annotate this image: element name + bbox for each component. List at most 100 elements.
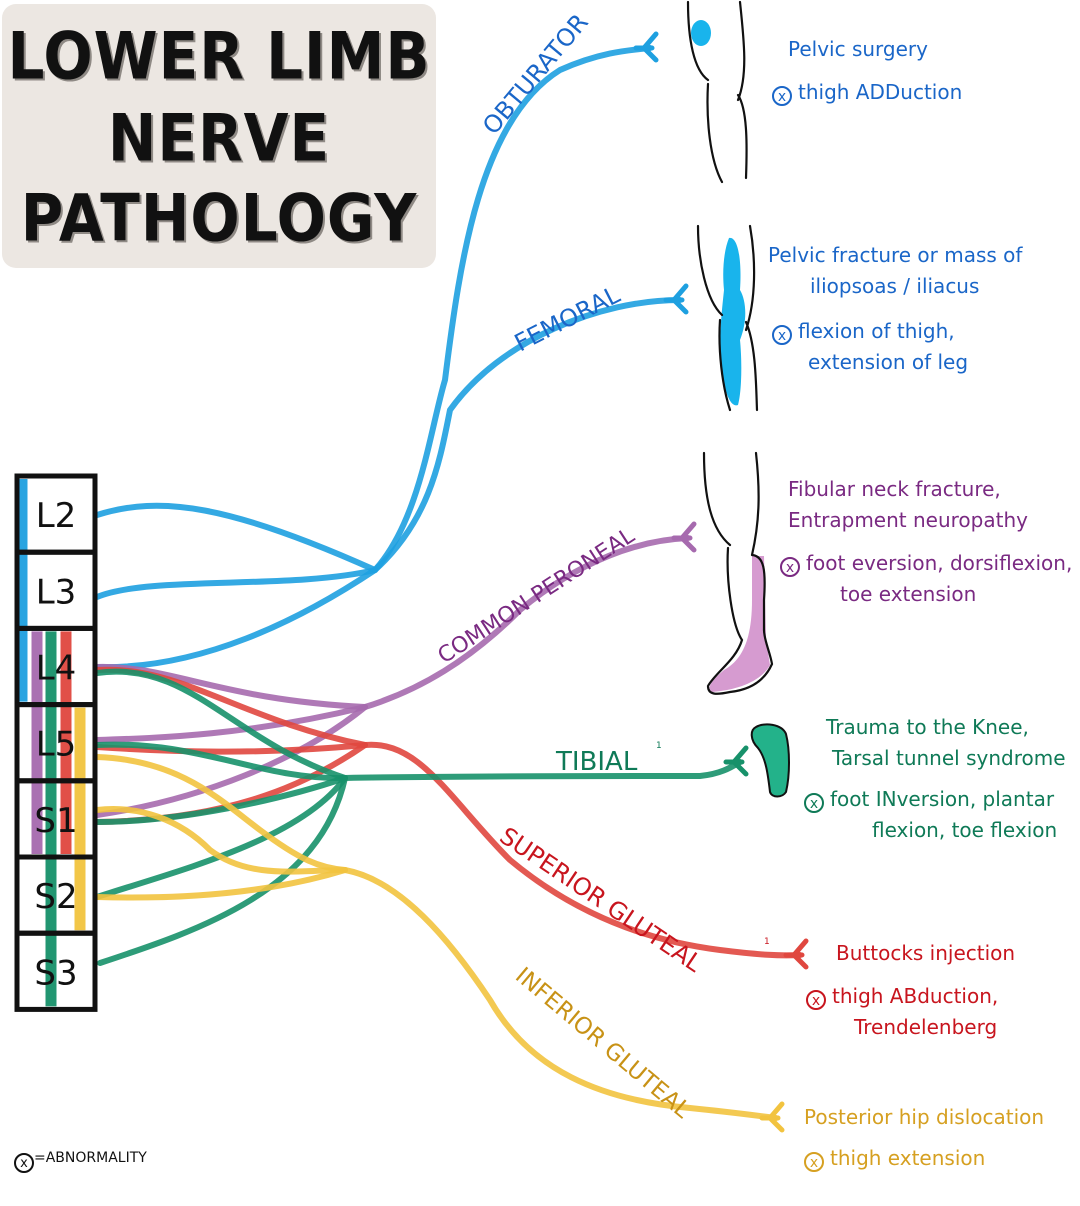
abnormality-icon: x bbox=[804, 1152, 824, 1172]
leg-outline-right bbox=[750, 451, 766, 632]
legend-text: =ABNORMALITY bbox=[34, 1150, 147, 1166]
label-superior-gluteal: SUPERIOR GLUTEAL bbox=[495, 822, 708, 978]
obturator-deficit-row: x thigh ADDuction bbox=[772, 77, 962, 108]
tibial-cause-2: Tarsal tunnel syndrome bbox=[832, 746, 1066, 770]
superior-gluteal-terminal-fork bbox=[783, 938, 809, 970]
peroneal-cause-1: Fibular neck fracture, bbox=[788, 477, 1001, 501]
abnormality-icon: x bbox=[772, 325, 792, 345]
inferior-gluteal-terminal-fork bbox=[759, 1101, 785, 1133]
femoral-deficit: flexion of thigh, bbox=[798, 319, 955, 343]
inferior-gluteal-note: Posterior hip dislocation x thigh extensi… bbox=[804, 1102, 1044, 1174]
tibial-note: Trauma to the Knee, Tarsal tunnel syndro… bbox=[804, 712, 1066, 846]
title-line-2: NERVE bbox=[107, 99, 331, 177]
root-label-l2: L2 bbox=[36, 496, 77, 536]
obturator-deficit: thigh ADDuction bbox=[798, 80, 963, 104]
root-branch-l5-red bbox=[94, 742, 368, 755]
superior-gluteal-cause: Buttocks injection bbox=[836, 941, 1016, 965]
peroneal-deficit-cont: toe extension bbox=[840, 582, 977, 606]
leg-outline-left bbox=[696, 224, 732, 412]
peroneal-terminal-fork bbox=[671, 521, 697, 553]
tibial-cause-1: Trauma to the Knee, bbox=[826, 715, 1029, 739]
root-branch-l3 bbox=[94, 567, 378, 600]
tibial-terminal-fork bbox=[723, 745, 749, 777]
root-label-l5: L5 bbox=[36, 725, 77, 765]
root-branch-l4-green bbox=[94, 668, 348, 781]
tibial-deficit-row: x foot INversion, plantar bbox=[804, 784, 1066, 815]
label-obturator: OBTURATOR bbox=[477, 8, 594, 139]
label-inferior-gluteal: INFERIOR GLUTEAL bbox=[510, 963, 695, 1124]
root-branch-s1-yellow bbox=[94, 806, 348, 875]
superior-gluteal-deficit-row: x thigh ABduction, bbox=[806, 981, 1015, 1012]
thigh-outline-right bbox=[736, 0, 748, 180]
peroneal-cause-2: Entrapment neuropathy bbox=[788, 508, 1028, 532]
label-superior-gluteal-superscript: 1 bbox=[764, 937, 770, 947]
abnormality-icon: x bbox=[804, 793, 824, 813]
common-peroneal-note: Fibular neck fracture, Entrapment neurop… bbox=[780, 474, 1072, 610]
abnormality-legend-icon: x bbox=[14, 1153, 34, 1173]
femoral-cause-1: Pelvic fracture or mass of bbox=[768, 243, 1023, 267]
nerve-common-peroneal bbox=[362, 535, 691, 710]
root-branch-s2-yellow bbox=[94, 867, 348, 901]
femoral-deficit-row: x flexion of thigh, bbox=[772, 316, 1022, 347]
thigh-figure-obturator bbox=[686, 0, 748, 184]
root-branch-l4-blue bbox=[94, 567, 378, 671]
tibial-foot-shading bbox=[750, 723, 790, 798]
thigh-outline-left bbox=[686, 0, 724, 184]
nerve-superior-gluteal bbox=[362, 741, 803, 959]
thigh-figure-femoral bbox=[696, 224, 759, 412]
root-label-l3: L3 bbox=[36, 572, 77, 612]
title-line-1: LOWER LIMB bbox=[7, 17, 431, 95]
femoral-cause-2: iliopsoas / iliacus bbox=[810, 274, 980, 298]
root-branch-s2-green bbox=[94, 775, 348, 900]
root-label-s1: S1 bbox=[34, 801, 77, 841]
femoral-shading bbox=[720, 237, 746, 406]
root-branch-l5-purple bbox=[94, 704, 368, 743]
abnormality-icon: x bbox=[780, 557, 800, 577]
label-tibial-superscript: 1 bbox=[656, 741, 662, 751]
root-cell-s3 bbox=[14, 930, 98, 1012]
nerves-layer bbox=[94, 31, 809, 1133]
label-tibial: TIBIAL bbox=[555, 747, 638, 777]
superior-gluteal-deficit: thigh ABduction, bbox=[832, 984, 999, 1008]
abnormality-icon: x bbox=[772, 86, 792, 106]
femoral-note: Pelvic fracture or mass of iliopsoas / i… bbox=[768, 240, 1022, 378]
superior-gluteal-note: Buttocks injection x thigh ABduction, Tre… bbox=[806, 938, 1016, 1043]
peroneal-deficit-row: x foot eversion, dorsiflexion, bbox=[780, 548, 1072, 579]
label-common-peroneal: COMMON PERONEAL bbox=[434, 523, 640, 669]
foot-figure-tibial bbox=[750, 723, 790, 798]
root-branch-l5-yellow bbox=[94, 754, 348, 873]
leg-figure-peroneal bbox=[702, 451, 774, 695]
abnormality-icon: x bbox=[806, 990, 826, 1010]
superior-gluteal-deficit-cont: Trendelenberg bbox=[854, 1015, 998, 1039]
label-femoral: FEMORAL bbox=[510, 280, 625, 357]
tibial-deficit-cont: flexion, toe flexion bbox=[872, 818, 1058, 842]
nerve-tibial bbox=[342, 759, 743, 781]
femoral-deficit-cont: extension of leg bbox=[808, 350, 969, 374]
nerve-obturator bbox=[372, 45, 653, 573]
legend: x=ABNORMALITY bbox=[14, 1150, 147, 1173]
peroneal-deficit: foot eversion, dorsiflexion, bbox=[806, 551, 1073, 575]
root-branch-l2 bbox=[94, 502, 378, 573]
nerve-inferior-gluteal bbox=[342, 867, 779, 1121]
nerve-femoral bbox=[372, 297, 683, 573]
leg-outline-left bbox=[702, 451, 774, 695]
root-branch-s3-green bbox=[97, 775, 348, 966]
root-label-s2: S2 bbox=[34, 877, 77, 917]
root-label-s3: S3 bbox=[34, 953, 77, 993]
obturator-terminal-fork bbox=[633, 31, 659, 63]
peroneal-shading bbox=[709, 556, 770, 692]
root-label-l4: L4 bbox=[36, 649, 77, 689]
title-box: LOWER LIMB NERVE PATHOLOGY bbox=[2, 4, 436, 268]
leg-outline-right bbox=[744, 224, 759, 412]
tibial-deficit: foot INversion, plantar bbox=[830, 787, 1055, 811]
inferior-gluteal-deficit-row: x thigh extension bbox=[804, 1143, 1044, 1174]
inferior-gluteal-deficit: thigh extension bbox=[830, 1146, 986, 1170]
femoral-terminal-fork bbox=[663, 283, 689, 315]
inferior-gluteal-cause: Posterior hip dislocation bbox=[804, 1105, 1045, 1129]
root-branch-l5-green bbox=[94, 741, 348, 782]
title-line-3: PATHOLOGY bbox=[20, 179, 418, 257]
root-branch-s1-purple bbox=[94, 704, 368, 818]
